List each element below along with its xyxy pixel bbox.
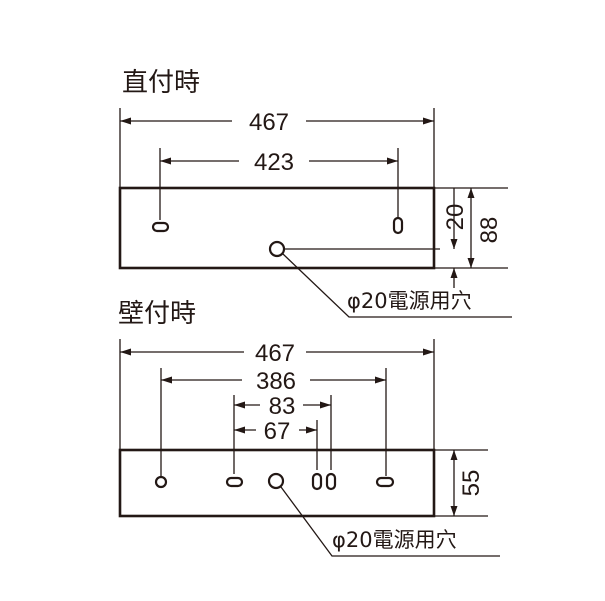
ceiling-mount-title: 直付時 xyxy=(122,68,200,98)
ceiling-cable-hole xyxy=(268,240,286,258)
ceiling-mount-body xyxy=(118,186,436,270)
ceiling-height-dimension-line xyxy=(467,188,475,268)
wall-width-dimension-line xyxy=(120,348,434,356)
wall-pitch-label: 386 xyxy=(256,368,296,395)
wall-width-label: 467 xyxy=(255,340,295,367)
wall-mount-slot-inner-right-a xyxy=(311,472,323,491)
ceiling-height-label: 88 xyxy=(476,217,503,244)
wall-cable-hole xyxy=(267,472,285,490)
ceiling-width-dimension-line xyxy=(120,117,434,125)
ceiling-pitch-dimension-line xyxy=(160,157,398,165)
ceiling-slot-offset-dimension-line xyxy=(450,188,458,288)
ceiling-pitch-label: 423 xyxy=(254,149,294,176)
wall-inner-outer-dimension-line xyxy=(234,401,331,409)
wall-mount-slot-inner-right-b xyxy=(325,472,337,491)
wall-mount-hole-left xyxy=(154,475,168,489)
wall-inner-inner-label: 67 xyxy=(264,418,291,445)
wall-inner-inner-dimension-line xyxy=(234,426,317,434)
wall-mount-slot-inner-left xyxy=(225,476,244,488)
wall-mount-title: 壁付時 xyxy=(118,299,196,329)
wall-cable-hole-note: φ20電源用穴 xyxy=(332,528,457,552)
wall-height-label: 55 xyxy=(458,470,485,497)
wall-pitch-dimension-line xyxy=(161,376,386,384)
ceiling-mount-slot-left xyxy=(151,221,170,233)
ceiling-width-label: 467 xyxy=(249,109,289,136)
ceiling-cable-hole-note: φ20電源用穴 xyxy=(347,289,472,313)
wall-mount-body xyxy=(118,448,436,518)
wall-cable-hole-leader xyxy=(280,486,500,557)
wall-height-dimension-line xyxy=(450,450,458,516)
wall-inner-outer-label: 83 xyxy=(269,393,296,420)
ceiling-slot-offset-label: 20 xyxy=(442,204,469,231)
ceiling-cable-hole-leader xyxy=(282,253,512,318)
wall-mount-slot-right xyxy=(375,476,395,488)
ceiling-mount-slot-right xyxy=(392,216,404,235)
